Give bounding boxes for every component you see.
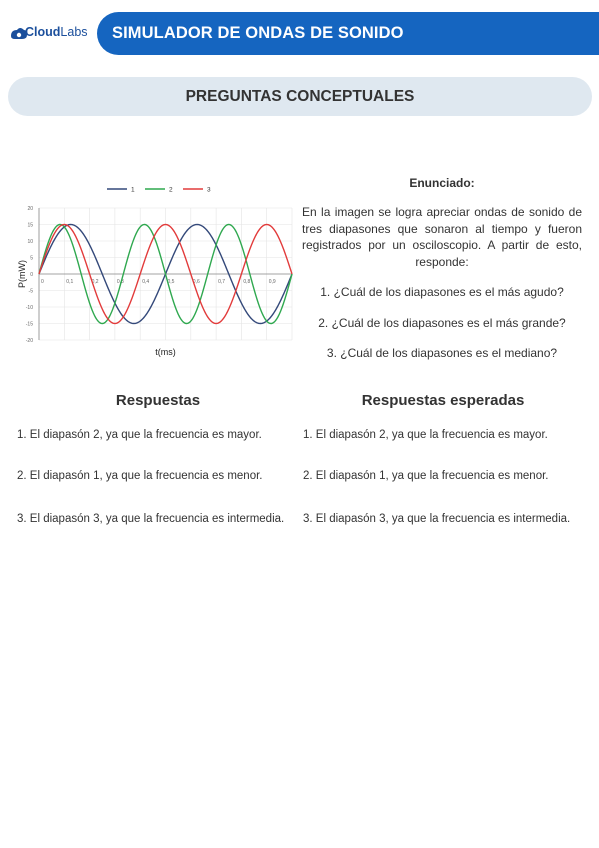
x-tick-label: 0,5	[168, 279, 175, 285]
y-tick-label: -15	[26, 322, 33, 328]
respuesta-esperada-3: 3. El diapasón 3, ya que la frecuencia e…	[303, 513, 571, 525]
page-title: SIMULADOR DE ONDAS DE SONIDO	[112, 24, 404, 42]
y-tick-label: 20	[27, 206, 33, 212]
respuestas-heading: Respuestas	[115, 392, 201, 409]
logo-text: CloudLabs	[25, 25, 88, 39]
enunciado-body: En la imagen se logra apreciar ondas de …	[302, 205, 582, 269]
respuesta-2: 2. El diapasón 1, ya que la frecuencia e…	[17, 470, 263, 482]
respuesta-1: 1. El diapasón 2, ya que la frecuencia e…	[17, 429, 262, 441]
respuestas-esperadas-heading: Respuestas esperadas	[361, 392, 525, 409]
x-tick-label: 0,8	[243, 279, 250, 285]
y-axis-label: P(mW)	[17, 260, 27, 288]
x-tick-label: 0	[41, 279, 44, 285]
respuesta-3: 3. El diapasón 3, ya que la frecuencia e…	[17, 513, 285, 525]
x-tick-label: 0,4	[142, 279, 149, 285]
y-tick-label: -20	[26, 338, 33, 344]
x-tick-label: 0,7	[218, 279, 225, 285]
respuesta-esperada-2: 2. El diapasón 1, ya que la frecuencia e…	[303, 470, 549, 482]
y-tick-label: -5	[29, 289, 34, 295]
question-3: 3. ¿Cuál de los diapasones es el mediano…	[326, 346, 558, 360]
section-title: PREGUNTAS CONCEPTUALES	[185, 88, 415, 105]
legend-label-3: 3	[207, 187, 211, 194]
legend-label-1: 1	[131, 187, 135, 194]
series-line-2	[38, 223, 293, 325]
y-tick-label: 0	[30, 272, 33, 278]
x-tick-label: 0,6	[193, 279, 200, 285]
y-tick-label: 5	[30, 256, 33, 262]
legend-label-2: 2	[169, 187, 173, 194]
x-tick-label: 0,2	[92, 279, 99, 285]
y-tick-label: -10	[26, 305, 33, 311]
x-tick-label: 0,9	[269, 279, 276, 285]
series-line-3	[38, 223, 293, 325]
question-2: 2. ¿Cuál de los diapasones es el más gra…	[318, 316, 566, 330]
y-tick-label: 15	[27, 223, 33, 229]
header-bar	[97, 12, 599, 55]
x-tick-label: 0,1	[66, 279, 73, 285]
respuesta-esperada-1: 1. El diapasón 2, ya que la frecuencia e…	[303, 429, 548, 441]
cloudlabs-logo-icon	[11, 28, 28, 39]
x-axis-label: t(ms)	[155, 347, 176, 357]
y-tick-label: 10	[27, 239, 33, 245]
question-1: 1. ¿Cuál de los diapasones es el más agu…	[320, 285, 564, 299]
enunciado-heading: Enunciado:	[409, 176, 475, 190]
section-bar	[8, 77, 592, 116]
